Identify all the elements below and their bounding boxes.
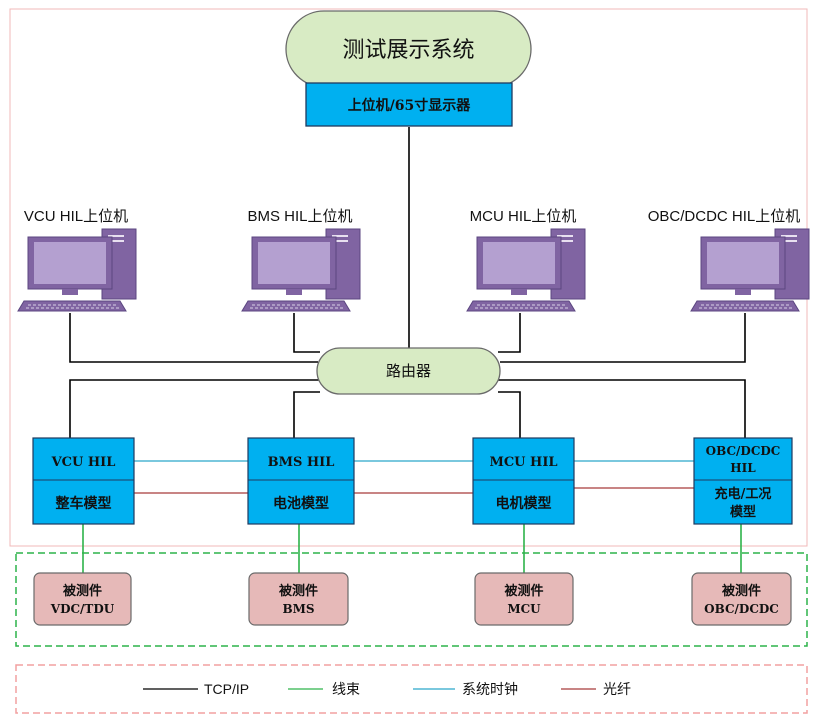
hil-vcu-top: VCU HIL [51, 455, 116, 470]
legend-frame [15, 664, 808, 714]
pc-vcu: VCU HIL上位机 [17, 208, 137, 312]
dut-obc-line2: OBC/DCDC [704, 602, 779, 616]
dut-obc-line1: 被测件 [721, 583, 761, 599]
pc-bms: BMS HIL上位机 [241, 208, 361, 312]
system-title-box: 测试展示系统 [285, 10, 532, 88]
dut-obc: 被测件 OBC/DCDC [691, 572, 792, 626]
hil-bms: BMS HIL 电池模型 [247, 437, 355, 525]
dut-mcu: 被测件 MCU [474, 572, 574, 626]
pc-bms-label: BMS HIL上位机 [247, 208, 352, 225]
legend-tcp-label: TCP/IP [204, 681, 249, 697]
hil-mcu-bottom: 电机模型 [496, 495, 552, 512]
host-display-box: 上位机/65寸显示器 [305, 82, 513, 127]
pc-mcu: MCU HIL上位机 [466, 208, 586, 312]
dut-vdc: 被测件 VDC/TDU [33, 572, 132, 626]
pc-vcu-label: VCU HIL上位机 [24, 208, 128, 225]
dut-vdc-line2: VDC/TDU [50, 602, 115, 616]
hil-obc: OBC/DCDC HIL 充电/工况 模型 [693, 437, 793, 525]
fiber-lines [134, 487, 694, 494]
hil-obc-bottom-1: 充电/工况 [715, 486, 772, 502]
dut-bms: 被测件 BMS [248, 572, 349, 626]
hil-mcu: MCU HIL 电机模型 [472, 437, 575, 525]
hil-bms-bottom: 电池模型 [273, 495, 329, 512]
hil-obc-bottom-2: 模型 [730, 504, 756, 520]
tcp-lines [69, 127, 746, 438]
dut-mcu-line1: 被测件 [503, 583, 543, 599]
router-label: 路由器 [386, 362, 431, 380]
hil-mcu-top: MCU HIL [489, 455, 557, 470]
dut-frame [15, 552, 808, 647]
legend-harness-label: 线束 [332, 682, 360, 698]
computer-icon [241, 228, 361, 312]
computer-icon [690, 228, 810, 312]
pc-mcu-label: MCU HIL上位机 [470, 208, 577, 225]
dut-mcu-line2: MCU [507, 602, 541, 616]
hil-bms-top: BMS HIL [268, 455, 335, 470]
legend: TCP/IP 线束 系统时钟 光纤 [143, 681, 631, 698]
host-display-label: 上位机/65寸显示器 [348, 97, 472, 114]
system-title: 测试展示系统 [342, 38, 474, 63]
pc-obc-label: OBC/DCDC HIL上位机 [648, 208, 801, 225]
dut-vdc-line1: 被测件 [62, 583, 102, 599]
router: 路由器 [316, 347, 501, 395]
legend-clock-label: 系统时钟 [462, 681, 518, 698]
hil-obc-top-2: HIL [730, 461, 756, 475]
dut-bms-line2: BMS [282, 602, 314, 616]
harness-lines [82, 524, 742, 573]
legend-fiber-label: 光纤 [603, 682, 631, 698]
computer-icon [17, 228, 137, 312]
hil-vcu: VCU HIL 整车模型 [32, 437, 135, 525]
dut-bms-line1: 被测件 [278, 583, 318, 599]
hil-obc-top-1: OBC/DCDC [706, 444, 781, 458]
computer-icon [466, 228, 586, 312]
hil-vcu-bottom: 整车模型 [55, 495, 112, 512]
pc-obc: OBC/DCDC HIL上位机 [648, 208, 810, 312]
